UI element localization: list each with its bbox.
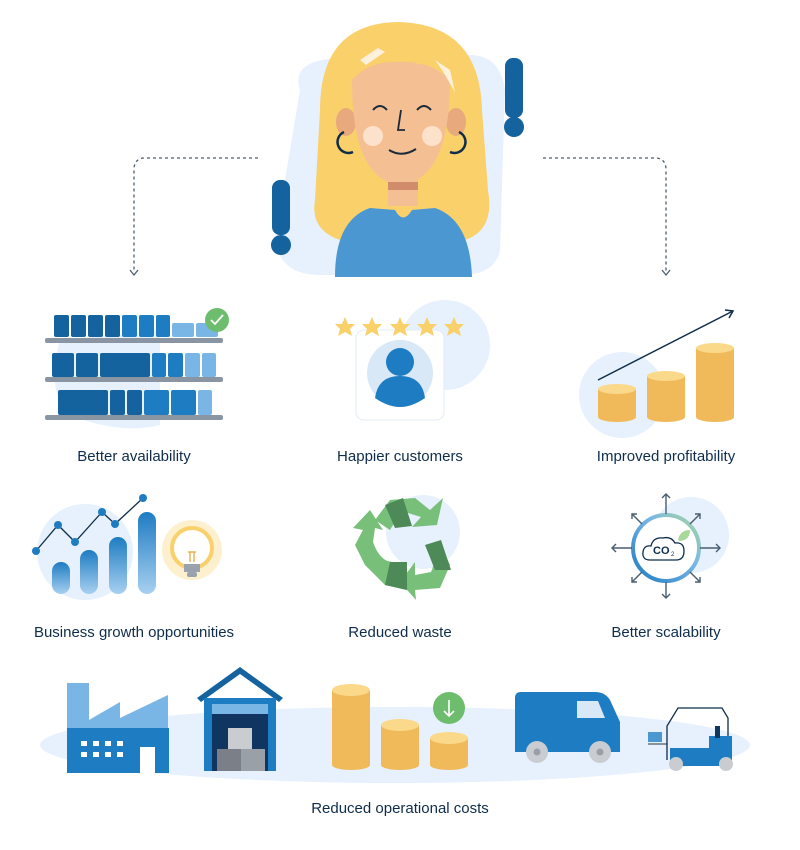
footer-label: Reduced operational costs [311, 800, 489, 817]
forklift-icon [648, 707, 733, 771]
benefit-label: Happier customers [337, 448, 463, 465]
growth-chart-lightbulb-icon [32, 494, 222, 600]
coins-down-icon [332, 684, 468, 770]
recycle-icon [353, 495, 460, 600]
warehouse-icon [197, 667, 283, 771]
svg-text:CO: CO [653, 545, 670, 557]
delivery-van-icon [515, 692, 620, 763]
happy-woman-illustration [271, 22, 524, 277]
benefit-label: Better availability [77, 448, 191, 465]
benefit-label: Improved profitability [596, 448, 736, 465]
factory-icon [67, 683, 169, 773]
svg-text:2: 2 [671, 552, 675, 558]
co2-expand-icon: CO 2 [611, 493, 729, 599]
benefit-label: Business growth opportunities [33, 624, 235, 641]
operational-costs-illustration [40, 667, 750, 783]
benefit-label: Reduced waste [348, 624, 452, 641]
rising-coin-stacks-icon [579, 309, 735, 438]
five-star-customer-icon [335, 300, 490, 421]
stocked-shelves-icon [45, 308, 229, 429]
benefit-label: Better scalability [611, 624, 721, 641]
